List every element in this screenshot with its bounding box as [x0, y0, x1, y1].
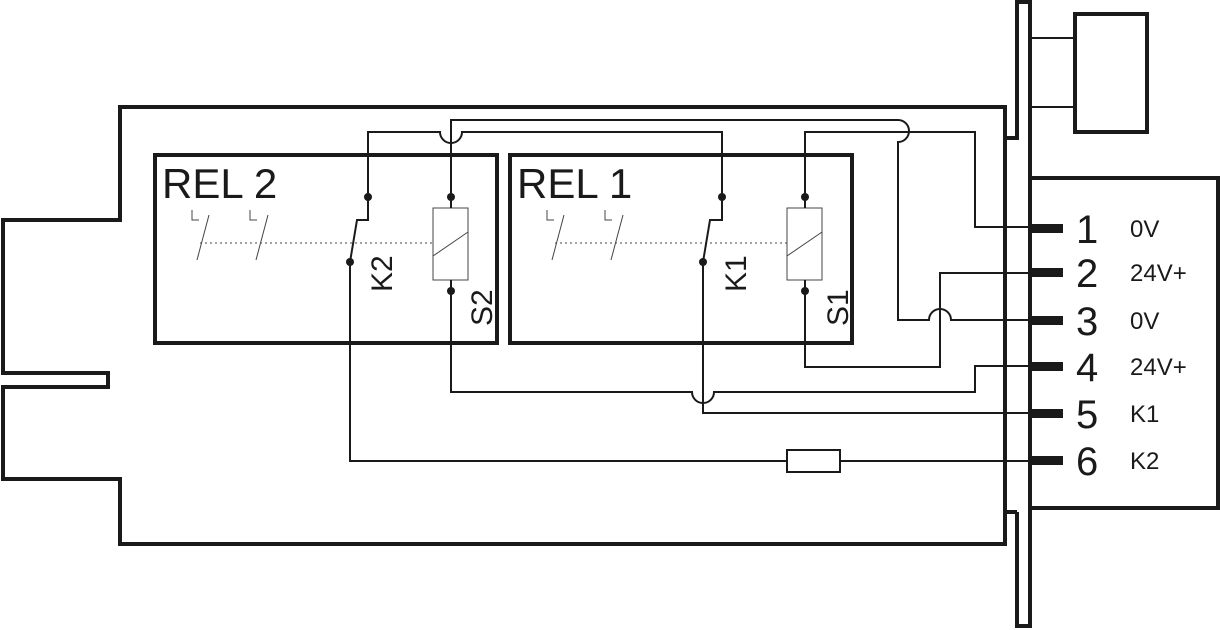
pin-terminal	[1030, 409, 1063, 418]
connector-pin-3: 3 0V	[1030, 300, 1159, 344]
pin-terminal	[1030, 316, 1063, 325]
fuse	[786, 449, 841, 473]
s1-coil-diagonal	[786, 231, 823, 257]
connector-pin-5: 5 K1	[1030, 393, 1159, 437]
pin-number: 4	[1076, 346, 1098, 390]
k2-switch	[349, 197, 369, 263]
k1-label: K1	[720, 255, 753, 292]
pin-label: 0V	[1130, 216, 1159, 243]
pin-label: K1	[1130, 401, 1159, 428]
s2-label: S2	[466, 289, 499, 326]
k1-switch	[702, 197, 723, 263]
relay-1-title: REL 1	[517, 160, 632, 207]
pin-terminal	[1030, 224, 1063, 233]
s1-label: S1	[822, 289, 855, 326]
pin-label: 24V+	[1130, 354, 1187, 381]
pin-terminal	[1030, 456, 1063, 465]
aux-contacts-rel1	[546, 210, 787, 261]
pin-number: 6	[1076, 440, 1098, 484]
pin-label: K2	[1130, 448, 1159, 475]
relay-2-title: REL 2	[162, 160, 277, 207]
pin-number: 2	[1076, 252, 1098, 296]
wire-k2-to-pin6	[349, 262, 1030, 462]
wire-s1-bottom-to-pin2	[804, 272, 1030, 368]
connector-pins: 1 0V 2 24V+ 3 0V 4 24V+ 5 K1 6 K2	[1030, 208, 1187, 484]
k2-label: K2	[366, 255, 399, 292]
s2-coil-diagonal	[432, 231, 469, 257]
connector-pin-2: 2 24V+	[1030, 252, 1187, 296]
knob	[1073, 12, 1149, 134]
wire-s1-top-to-pin1	[804, 131, 1030, 228]
connector-pin-6: 6 K2	[1030, 440, 1159, 484]
pin-terminal	[1030, 268, 1063, 277]
pin-label: 0V	[1130, 308, 1159, 335]
aux-contacts-rel2	[191, 210, 433, 261]
pin-number: 1	[1076, 208, 1098, 252]
wire-k1-to-pin5	[702, 262, 1030, 414]
front-plate	[1005, 0, 1032, 628]
connector-pin-1: 1 0V	[1030, 208, 1159, 252]
pin-number: 5	[1076, 393, 1098, 437]
connector-pin-4: 4 24V+	[1030, 346, 1187, 390]
pin-number: 3	[1076, 300, 1098, 344]
relay-1-box	[508, 153, 854, 345]
connector-block	[1028, 176, 1220, 510]
relay-2-box	[153, 153, 499, 345]
pin-label: 24V+	[1130, 260, 1187, 287]
wire-s2-bottom-to-pin4	[450, 291, 1030, 404]
housing-outline	[1, 105, 1017, 546]
pin-terminal	[1030, 362, 1063, 371]
wire-s2-top-to-pin3	[450, 119, 1030, 321]
